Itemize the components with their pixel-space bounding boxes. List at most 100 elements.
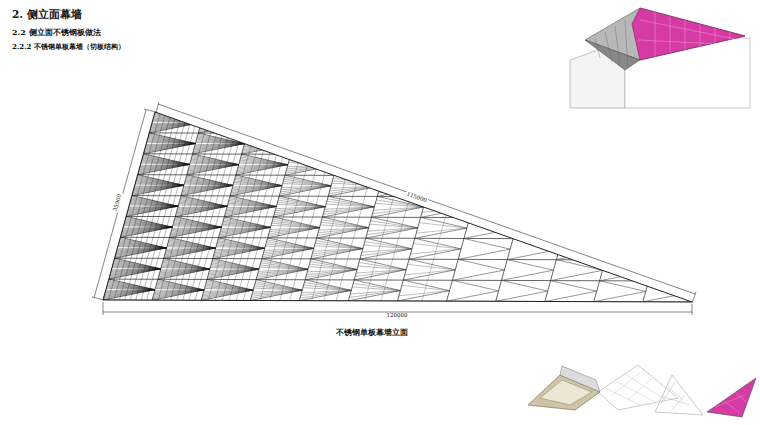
panel-line (154, 290, 204, 292)
panel-line (643, 114, 695, 302)
panel-line (326, 113, 332, 134)
panel-line (359, 263, 406, 270)
panel-line (261, 217, 267, 238)
panel-line (349, 291, 400, 298)
panel-line (439, 145, 490, 150)
panel-line (222, 226, 271, 228)
panel-line (189, 165, 239, 167)
panel-line (422, 134, 428, 155)
panel-line (432, 176, 478, 187)
panel-line (271, 225, 320, 227)
panel-line (137, 217, 143, 238)
panel-line (695, 114, 741, 125)
panel-line (219, 227, 270, 234)
panel-line (138, 175, 184, 186)
panel-line (545, 291, 597, 301)
panel-line (112, 266, 160, 269)
panel-line (228, 202, 276, 207)
panel-line (315, 246, 363, 249)
panel-line (234, 181, 282, 186)
panel-line (116, 248, 167, 255)
panel-line (470, 218, 516, 229)
panel-line (207, 269, 259, 278)
panel-line (339, 157, 386, 165)
panel-line (225, 207, 277, 216)
panel-line (126, 218, 173, 228)
panel-line (112, 268, 161, 269)
panel-line (171, 133, 177, 154)
panel-line (530, 166, 582, 176)
panel-line (629, 176, 675, 187)
panel-line (155, 288, 204, 290)
panel-line (374, 207, 424, 210)
panel-line (165, 248, 215, 252)
panel-line (351, 113, 397, 124)
panel-line (325, 207, 375, 210)
panel-line (110, 269, 161, 276)
panel-line (182, 217, 188, 238)
panel-line (277, 202, 325, 206)
panel-line (139, 164, 190, 171)
panel-line (276, 207, 326, 209)
panel-line (195, 144, 244, 145)
panel-line (152, 258, 158, 279)
panel-line (545, 114, 597, 302)
panel-line (148, 138, 196, 144)
panel-line (182, 259, 188, 280)
panel-line (246, 139, 294, 144)
panel-line (292, 144, 343, 150)
panel-line (116, 248, 166, 253)
panel-line (123, 227, 173, 229)
panel-line (194, 144, 244, 148)
panel-line (438, 155, 484, 166)
panel-line (272, 223, 320, 227)
panel-line (393, 238, 399, 259)
panel-line (156, 287, 204, 290)
panel-line (258, 269, 308, 273)
panel-line (260, 267, 309, 269)
panel-line (170, 258, 176, 279)
panel-line (678, 177, 724, 188)
panel-line (122, 227, 172, 231)
panel-line (268, 228, 320, 238)
panel-line (160, 269, 210, 273)
panel-line (287, 165, 337, 167)
panel-line (287, 217, 293, 238)
panel-line (208, 280, 214, 301)
panel-line (195, 144, 245, 146)
panel-line (130, 204, 179, 207)
panel-line (377, 186, 429, 196)
panel-line (114, 279, 120, 300)
panel-line (247, 136, 294, 144)
panel-line (289, 175, 295, 196)
panel-line (139, 164, 189, 169)
panel-line (190, 162, 238, 165)
panel-line (155, 112, 744, 114)
panel-line (501, 280, 547, 291)
panel-line (378, 186, 429, 193)
panel-line (286, 165, 337, 171)
panel-line (189, 259, 195, 280)
panel-line (171, 227, 221, 231)
panel-line (623, 187, 675, 197)
panel-line (617, 208, 669, 218)
panel-line (287, 165, 337, 169)
panel-line (244, 144, 294, 145)
panel-line (111, 269, 161, 271)
panel-line (400, 116, 447, 123)
panel-line (138, 164, 190, 173)
panel-line (119, 243, 167, 248)
panel-line (187, 133, 193, 154)
panel-line (166, 248, 216, 251)
panel-line (252, 115, 299, 123)
panel-line (274, 207, 325, 215)
panel-line (275, 207, 326, 213)
panel-line (233, 217, 239, 238)
panel-line (290, 156, 337, 165)
panel-line (359, 155, 365, 176)
panel-line (301, 133, 307, 154)
panel-line (213, 248, 265, 258)
panel-line (487, 155, 533, 166)
panel-line (493, 134, 539, 145)
panel-line (207, 269, 259, 279)
